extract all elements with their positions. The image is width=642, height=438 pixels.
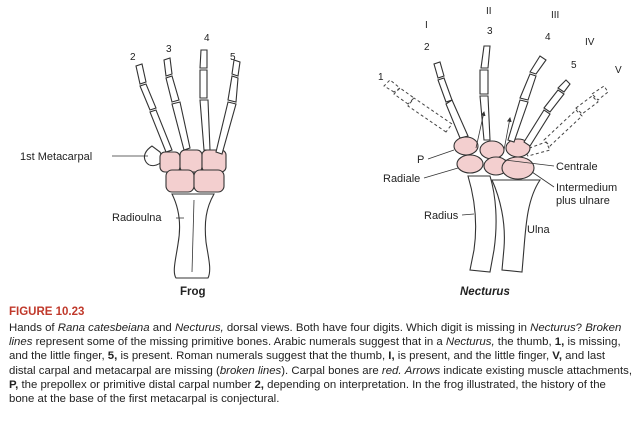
necturus-roman-V: V bbox=[615, 65, 622, 76]
caption-italic: Arrows bbox=[404, 364, 441, 377]
caption-text: ? bbox=[575, 322, 586, 334]
frog-radioulna-label: Radioulna bbox=[112, 212, 162, 224]
necturus-title: Necturus bbox=[460, 286, 510, 298]
necturus-ulna-label: Ulna bbox=[527, 224, 551, 236]
necturus-arabic-5: 5 bbox=[571, 60, 577, 71]
figure-caption: Hands of Rana catesbeiana and Necturus, … bbox=[9, 321, 633, 406]
caption-text: is missing, and the little finger, bbox=[9, 336, 621, 363]
caption-italic: red. bbox=[381, 364, 402, 377]
frog-digit-5: 5 bbox=[230, 52, 236, 63]
frog-digits bbox=[135, 49, 241, 155]
necturus-arabic-4: 4 bbox=[545, 32, 551, 43]
necturus-carpals bbox=[453, 136, 535, 180]
caption-bold: 5, bbox=[107, 350, 118, 363]
caption-bold: I, bbox=[388, 350, 395, 363]
frog-digit-3: 3 bbox=[166, 44, 172, 55]
necturus-intermedium-label-1: Intermedium bbox=[556, 182, 617, 194]
necturus-ulna-bone bbox=[491, 179, 542, 273]
caption-bold: V, bbox=[552, 350, 563, 363]
caption-text: and last distal carpal and metacarpal ar… bbox=[9, 350, 606, 377]
caption-text: the thumb, bbox=[494, 336, 555, 349]
frog-hand: 2 3 4 5 1st Metacarpal Radioulna Frog bbox=[20, 33, 241, 298]
necturus-centrale-label: Centrale bbox=[556, 161, 598, 173]
caption-text: dorsal views. Both have four digits. Whi… bbox=[223, 322, 531, 334]
caption-text: ). Carpal bones are bbox=[281, 364, 382, 377]
necturus-muscle-arrows bbox=[475, 111, 512, 151]
caption-italic: Broken lines bbox=[9, 322, 622, 349]
necturus-p-label: P bbox=[417, 154, 424, 166]
necturus-roman-III: III bbox=[551, 10, 559, 21]
necturus-arabic-1: 1 bbox=[378, 72, 384, 83]
caption-bold: 2, bbox=[254, 378, 264, 391]
caption-text: is present, and the little finger, bbox=[394, 350, 553, 363]
caption-text: is present. Roman numerals suggest that … bbox=[117, 350, 389, 363]
frog-first-metacarpal-label: 1st Metacarpal bbox=[20, 151, 92, 163]
necturus-radius-label: Radius bbox=[424, 210, 459, 222]
caption-text: indicate existing muscle attachments, bbox=[440, 364, 633, 377]
necturus-digits bbox=[433, 45, 571, 147]
necturus-hand: 1 2 3 4 5 I II III IV V P Radiale Centra… bbox=[378, 6, 622, 298]
caption-bold: 1, bbox=[554, 336, 565, 349]
frog-carpals bbox=[159, 149, 227, 193]
frog-digit-2: 2 bbox=[130, 52, 136, 63]
caption-text: represent some of the missing primitive … bbox=[32, 336, 446, 349]
necturus-arabic-3: 3 bbox=[487, 26, 493, 37]
necturus-roman-II: II bbox=[486, 6, 492, 17]
figure-illustration: 2 3 4 5 1st Metacarpal Radioulna Frog bbox=[20, 6, 622, 298]
caption-italic: broken lines bbox=[219, 364, 282, 377]
necturus-radius-bone bbox=[467, 175, 497, 273]
caption-text: depending on interpretation. In the frog… bbox=[9, 378, 606, 406]
frog-digit-4: 4 bbox=[204, 33, 210, 44]
caption-text: Hands of bbox=[9, 322, 58, 334]
necturus-arabic-2: 2 bbox=[424, 42, 430, 53]
necturus-intermedium-label-2: plus ulnare bbox=[556, 195, 610, 207]
necturus-radiale-label: Radiale bbox=[383, 173, 420, 185]
necturus-roman-I: I bbox=[425, 20, 428, 31]
caption-italic: Necturus bbox=[530, 322, 576, 334]
caption-italic: Necturus, bbox=[445, 336, 495, 349]
caption-bold: P, bbox=[9, 378, 19, 391]
necturus-roman-IV: IV bbox=[585, 37, 595, 48]
caption-text: and bbox=[149, 322, 175, 334]
caption-italic: Necturus, bbox=[174, 322, 224, 334]
figure-heading: FIGURE 10.23 bbox=[9, 306, 85, 318]
frog-title: Frog bbox=[180, 286, 206, 298]
necturus-missing-thumb bbox=[383, 79, 453, 133]
caption-text: the prepollex or primitive distal carpal… bbox=[18, 378, 255, 391]
caption-italic: Rana catesbeiana bbox=[57, 322, 150, 334]
